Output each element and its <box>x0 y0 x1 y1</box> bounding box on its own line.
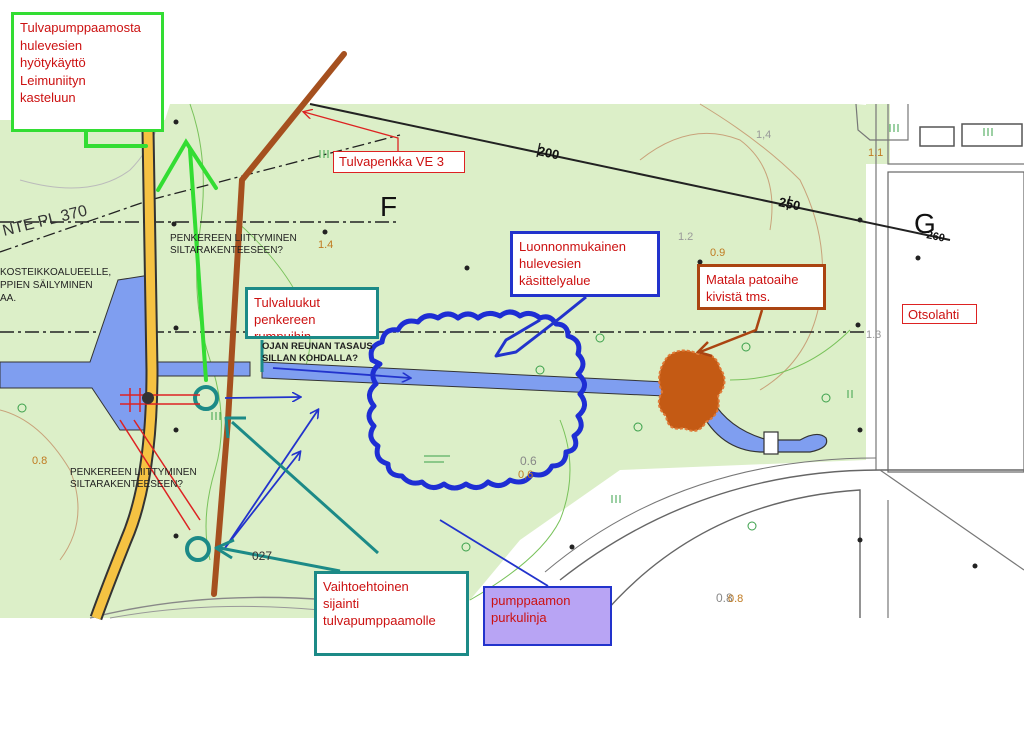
elev-1-3: 1.3 <box>866 329 881 341</box>
chainage-line <box>309 103 951 241</box>
building-1 <box>919 126 955 147</box>
label-f: F <box>380 191 397 222</box>
callout-pump-reuse: Tulvapumppaamosta hulevesien hyötykäyttö… <box>11 12 164 132</box>
callout-wetland: Luonnonmukainen hulevesien käsittelyalue <box>510 231 660 297</box>
callout-arrow-wetland <box>494 295 587 358</box>
teal-arrows <box>214 340 380 573</box>
callout-flood-gates: Tulvaluukut penkereen rumpuihin <box>245 287 379 339</box>
channel-outlet <box>699 399 828 453</box>
discharge-arrows <box>224 367 549 587</box>
road-diagonal <box>879 469 1024 618</box>
survey-points <box>171 119 978 569</box>
leader-patoaihe <box>699 309 764 354</box>
pump-site-main <box>193 385 219 411</box>
wetland-outline <box>366 309 587 491</box>
culvert-lines <box>119 388 201 531</box>
callout-alternative-site: Vaihtoehtoinen sijainti tulvapumppaamoll… <box>314 571 469 656</box>
contour-1 <box>189 103 222 561</box>
chainage-250: 250 <box>777 194 801 213</box>
vegetation-marks <box>211 124 993 503</box>
road-edge-right <box>875 104 1024 470</box>
elev-0-8c: 0.8 <box>728 593 743 605</box>
contour-5 <box>729 329 851 381</box>
label-g: G <box>914 208 936 239</box>
culvert-mark <box>142 392 154 404</box>
outlet-structure <box>763 431 779 455</box>
contour-3 <box>699 103 823 391</box>
chainage-260: 260 <box>925 229 945 245</box>
leader-patoaihe-head <box>695 341 713 358</box>
road-arc-lower <box>559 469 1024 581</box>
contour-7 <box>0 409 79 561</box>
parcel-line-top <box>855 103 909 141</box>
elev-1-1: 1.1 <box>868 147 883 159</box>
note-ojan-tasaus: OJAN REUNAN TASAUS SILLAN KOHDALLA? <box>262 341 373 364</box>
elev-1-4b: 1,4 <box>756 129 771 141</box>
channel-culvert <box>149 361 251 377</box>
road-yellow-fill <box>91 129 157 620</box>
point-027: 027 <box>252 549 272 563</box>
chainage-200: 200 <box>536 143 560 162</box>
elev-0-8b: 0.8 <box>716 591 733 605</box>
road-arc-inner <box>544 457 877 573</box>
note-kosteikko: KOSTEIKKOALUEELLE, PPIEN SÄILYMINEN AA. <box>0 267 112 304</box>
contour-4 <box>639 132 773 231</box>
road-arc-sw <box>89 596 441 619</box>
callout-flood-embankment: Tulvapenkka VE 3 <box>333 151 465 173</box>
chainage-ticks <box>536 142 791 211</box>
callout-dam: Matala patoaihe kivistä tms. <box>697 264 826 310</box>
pump-site-alt <box>185 536 211 562</box>
note-liittyminen-bottom: PENKEREEN LIITTYMINEN SILTARAKENTEESEEN? <box>70 467 197 490</box>
note-liittyminen-top: PENKEREEN LIITTYMINEN SILTARAKENTEESEEN? <box>170 233 297 256</box>
elev-1-4a: 1.4 <box>318 239 333 251</box>
road-arc-sw2 <box>109 605 321 619</box>
elev-0-8a: 0.8 <box>32 455 47 467</box>
elev-1-2: 1.2 <box>678 231 693 243</box>
leader-penkka <box>304 112 399 152</box>
alignment-line-c <box>0 134 401 253</box>
green-strip-right <box>866 104 890 164</box>
elev-0-6a: 0.6 <box>520 454 537 468</box>
elev-0-6b: 0,6 <box>518 469 533 481</box>
green-arrow <box>84 130 218 382</box>
embankment-line <box>211 51 347 597</box>
tree-symbols <box>17 333 831 552</box>
elev-0-9: 0.9 <box>710 247 725 259</box>
road-arc-bottom <box>599 489 861 619</box>
callout-discharge-line: pumppaamon purkulinja <box>483 586 612 646</box>
callout-otsolahti: Otsolahti <box>902 304 977 324</box>
